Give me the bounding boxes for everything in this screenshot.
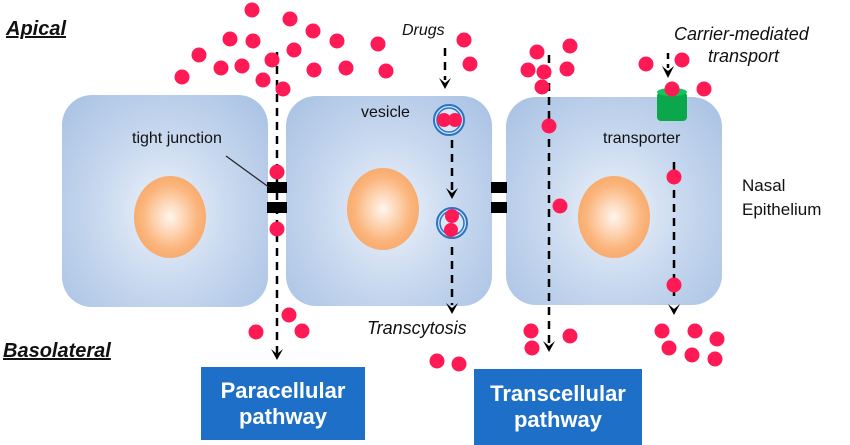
nucleus-2	[347, 168, 419, 250]
drug-particle	[687, 323, 703, 339]
drug-particle	[696, 81, 712, 97]
transcellular-pathway-line2: pathway	[513, 407, 603, 432]
drug-particle	[451, 356, 467, 372]
drug-particle	[174, 69, 190, 85]
tight-junction-1a	[267, 182, 287, 193]
drug-particle	[674, 52, 690, 68]
paracellular-pathway-box: Paracellular pathway	[201, 367, 365, 440]
transcellular-pathway-box: Transcellular pathway	[474, 369, 642, 445]
transcellular-arrowhead	[543, 341, 555, 352]
drug-particle	[456, 32, 472, 48]
nucleus-3	[578, 176, 650, 258]
drug-particle	[378, 63, 394, 79]
drug-particle	[213, 60, 229, 76]
drug-particle	[282, 11, 298, 27]
transcytosis-label: Transcytosis	[367, 318, 467, 338]
drug-particle	[294, 323, 310, 339]
drug-particle	[552, 198, 568, 214]
drug-particle	[664, 81, 680, 97]
drugs-arrowhead	[439, 78, 451, 89]
drug-particle	[234, 58, 250, 74]
drug-particle	[275, 81, 291, 97]
drug-particle	[222, 31, 238, 47]
drugs-label: Drugs	[402, 22, 445, 39]
carrier-arrow-in-head	[662, 66, 674, 78]
drug-particle	[707, 351, 723, 367]
drug-particle	[524, 340, 540, 356]
vesicle-label: vesicle	[361, 104, 410, 121]
paracellular-pathway-line1: Paracellular	[220, 377, 346, 403]
drug-particle	[338, 60, 354, 76]
paracellular-arrowhead	[271, 349, 283, 360]
drug-particle	[255, 72, 271, 88]
apical-label: Apical	[6, 18, 67, 40]
vesicle-transit-arrowhead	[446, 188, 458, 199]
nasal-epithelium-line2: Epithelium	[742, 200, 822, 219]
drug-particle	[684, 347, 700, 363]
nucleus-1	[134, 176, 206, 258]
drug-particle	[191, 47, 207, 63]
carrier-mediated-label-line2: transport	[708, 46, 780, 66]
drug-particles	[174, 2, 725, 372]
drug-particle	[269, 164, 285, 180]
transporter-label: transporter	[603, 130, 681, 147]
drug-particle	[245, 33, 261, 49]
paracellular-pathway-line2: pathway	[238, 403, 328, 429]
drug-particle	[281, 307, 297, 323]
tight-junction-pointer	[225, 155, 271, 189]
carrier-mediated-label-line1: Carrier-mediated	[674, 24, 809, 44]
vesicle-top	[433, 104, 465, 136]
vesicle-bottom	[436, 207, 468, 239]
drug-particle	[370, 36, 386, 52]
drug-particle	[329, 33, 345, 49]
drug-particle	[306, 62, 322, 78]
drug-particle	[536, 64, 552, 80]
transcytosis-arrowhead	[446, 303, 458, 314]
drug-particle	[529, 44, 545, 60]
drug-particle	[520, 62, 536, 78]
transcellular-pathway-line1: Transcellular	[490, 381, 626, 406]
drug-particle	[562, 38, 578, 54]
drug-particle	[264, 52, 280, 68]
drug-particle	[541, 118, 557, 134]
nasal-epithelium-line1: Nasal	[742, 176, 786, 195]
drug-particle	[286, 42, 302, 58]
drug-particle	[534, 79, 550, 95]
drug-particle	[661, 340, 677, 356]
tight-junction-2a	[491, 182, 507, 193]
drug-particle	[244, 2, 260, 18]
basolateral-label: Basolateral	[3, 340, 111, 362]
drug-particle	[523, 323, 539, 339]
drug-particle	[462, 56, 478, 72]
drug-particle	[709, 331, 725, 347]
drug-particle	[638, 56, 654, 72]
tight-junction-1b	[267, 202, 287, 213]
tight-junction-label: tight junction	[132, 130, 222, 147]
drug-particle	[269, 221, 285, 237]
drug-particle	[666, 169, 682, 185]
drug-particle	[429, 353, 445, 369]
drug-particle	[305, 23, 321, 39]
drug-particle	[666, 277, 682, 293]
drug-particle	[559, 61, 575, 77]
drug-particle	[654, 323, 670, 339]
drug-particle	[562, 328, 578, 344]
carrier-arrow-out-head	[668, 304, 680, 315]
drug-particle	[248, 324, 264, 340]
tight-junction-2b	[491, 202, 507, 213]
